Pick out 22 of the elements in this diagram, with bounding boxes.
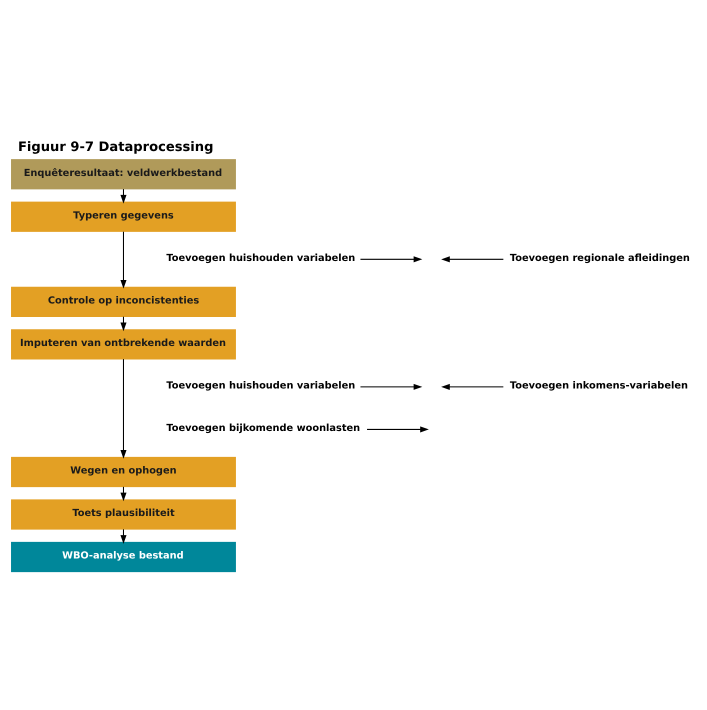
arrow	[360, 256, 422, 262]
node-box: WBO-analyse bestand	[11, 542, 236, 572]
node-box: Imputeren van ontbrekende waarden	[11, 329, 236, 360]
arrow	[120, 232, 127, 289]
node-box: Typeren gegevens	[11, 202, 236, 232]
node-text: Toevoegen huishouden variabelen	[166, 380, 356, 392]
arrow	[441, 256, 504, 262]
node-box: Enquêteresultaat: veldwerkbestand	[11, 159, 236, 190]
arrow	[120, 359, 127, 459]
node-text: Toevoegen regionale afleidingen	[510, 253, 690, 264]
node-box: Toets plausibiliteit	[11, 499, 236, 530]
node-box: Controle op inconcistenties	[11, 286, 236, 317]
diagram-title: Figuur 9-7 Dataprocessing	[18, 140, 214, 156]
node-text: Toevoegen huishouden variabelen	[166, 253, 356, 264]
arrow	[367, 426, 429, 432]
arrow	[120, 189, 127, 204]
node-text: Toevoegen inkomens-variabelen	[510, 380, 688, 392]
arrow	[441, 384, 504, 390]
arrow	[360, 384, 422, 390]
arrow	[120, 316, 127, 332]
node-box: Wegen en ophogen	[11, 456, 236, 488]
node-text: Toevoegen bijkomende woonlasten	[166, 423, 360, 434]
